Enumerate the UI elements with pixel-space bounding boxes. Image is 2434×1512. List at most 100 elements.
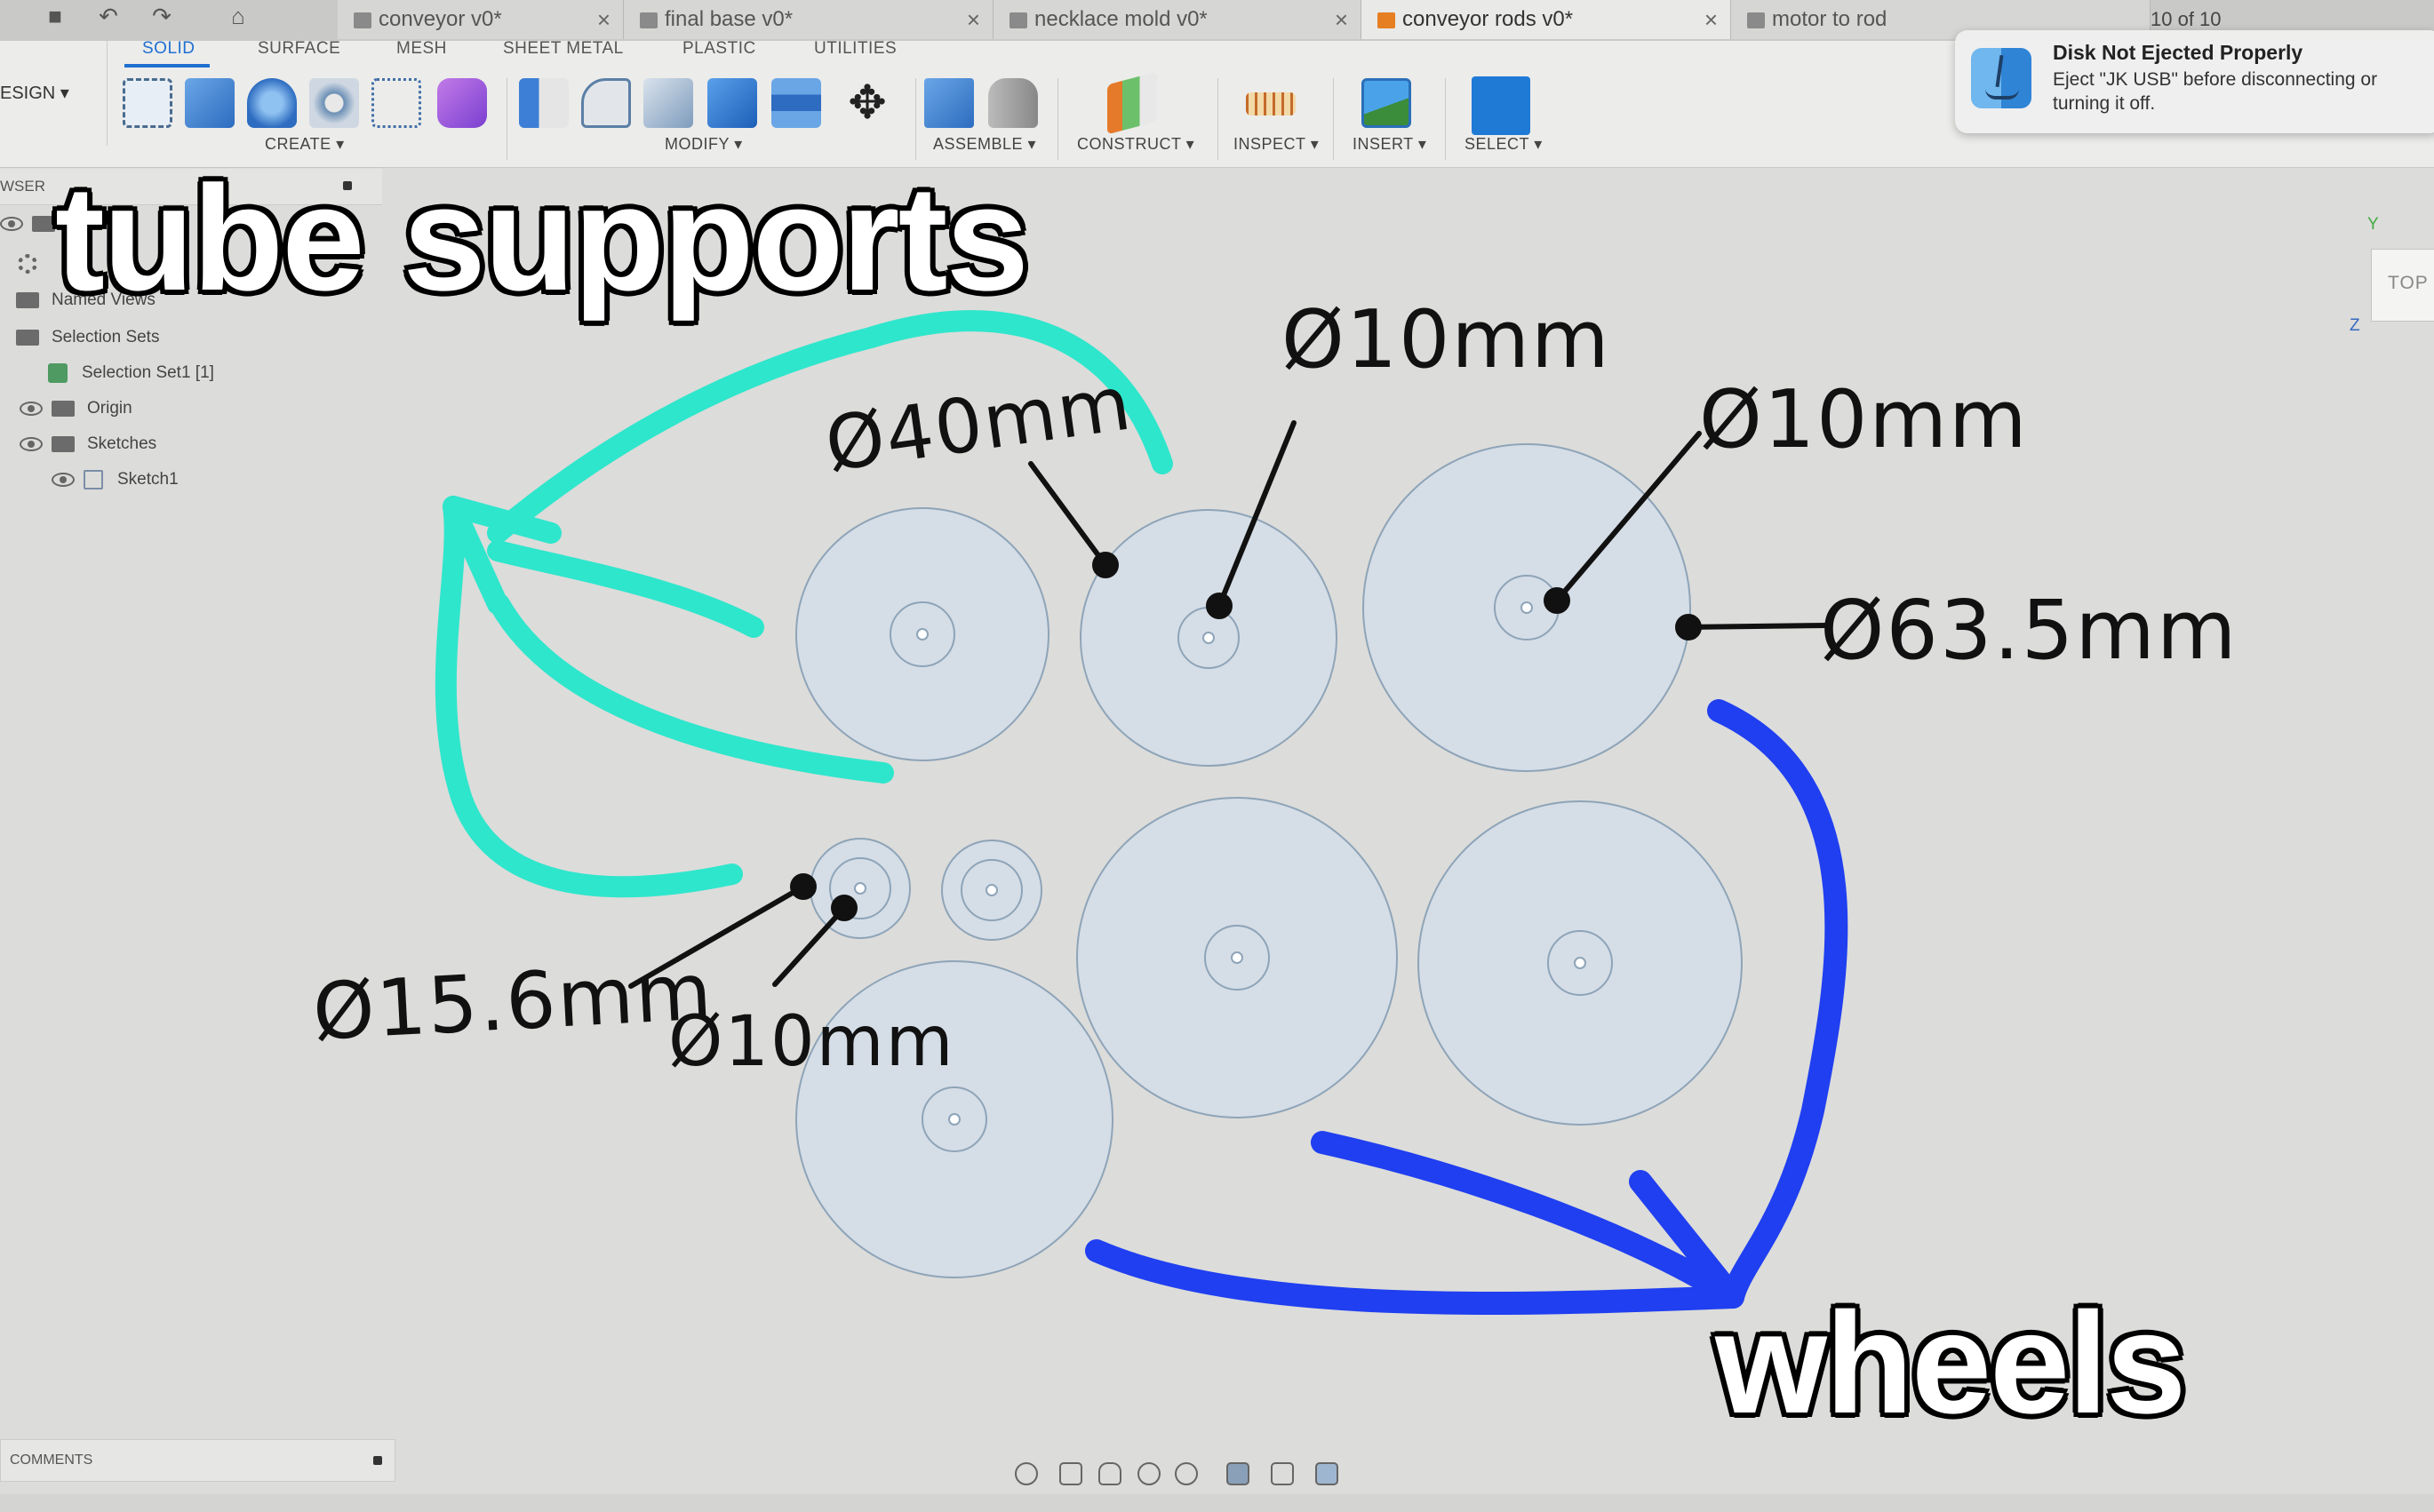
zoom-icon[interactable]	[1137, 1462, 1161, 1485]
wheels-arrow	[1085, 699, 1848, 1315]
tree-item-sketch1[interactable]: Sketch1	[52, 466, 179, 494]
viewcube-face-top[interactable]: TOP	[2388, 273, 2429, 293]
redo-icon[interactable]: ↷	[152, 3, 172, 29]
sketch-circle-inner[interactable]	[1547, 930, 1613, 996]
create-menu[interactable]: CREATE ▾	[265, 135, 345, 153]
viewcube[interactable]: TOP	[2371, 249, 2434, 322]
new-component-icon[interactable]	[924, 78, 974, 128]
toolbar-separator	[915, 78, 916, 160]
press-pull-icon[interactable]	[519, 78, 569, 128]
workspace-dropdown[interactable]: ESIGN ▾	[0, 41, 108, 146]
document-tab-active[interactable]: conveyor rods v0* ×	[1361, 0, 1731, 39]
assemble-menu[interactable]: ASSEMBLE ▾	[933, 135, 1037, 153]
folder-icon	[52, 435, 75, 452]
tree-item-named-views[interactable]: Named Views	[16, 286, 156, 314]
inspect-menu[interactable]: INSPECT ▾	[1233, 135, 1320, 153]
modify-menu[interactable]: MODIFY ▾	[665, 135, 743, 153]
close-tab-icon[interactable]: ×	[1704, 6, 1718, 33]
sketch-circle-center[interactable]	[1231, 951, 1243, 964]
combine-icon[interactable]	[707, 78, 757, 128]
sketch-circle-center[interactable]	[1574, 957, 1586, 969]
visibility-eye-icon[interactable]	[0, 216, 23, 231]
tree-root[interactable]	[0, 210, 68, 238]
revolve-icon[interactable]	[247, 78, 297, 128]
tab-surface[interactable]: SURFACE	[258, 39, 341, 58]
measure-icon[interactable]	[1246, 92, 1296, 115]
component-icon	[32, 215, 55, 232]
visibility-eye-icon[interactable]	[20, 401, 43, 416]
document-tab[interactable]: conveyor v0* ×	[338, 0, 624, 39]
tab-utilities[interactable]: UTILITIES	[814, 39, 898, 58]
joint-icon[interactable]	[988, 78, 1038, 128]
toolbar-separator	[1057, 78, 1058, 160]
insert-image-icon[interactable]	[1361, 78, 1411, 128]
tree-item-origin[interactable]: Origin	[20, 394, 132, 423]
fillet-icon[interactable]	[581, 78, 631, 128]
sketch-circle-center[interactable]	[986, 884, 998, 896]
pattern-icon[interactable]	[371, 78, 421, 128]
browser-panel: WSER Named Views Selection Sets Selectio…	[0, 169, 382, 506]
display-settings-icon[interactable]	[1226, 1462, 1249, 1485]
extrude-icon[interactable]	[185, 78, 235, 128]
selection-set-icon	[48, 362, 68, 383]
design-file-icon	[354, 12, 371, 28]
tab-mesh[interactable]: MESH	[396, 39, 447, 58]
orbit-icon[interactable]	[1015, 1462, 1038, 1485]
sketch-circle-center[interactable]	[916, 628, 929, 641]
tab-sheet-metal[interactable]: SHEET METAL	[503, 39, 624, 58]
grid-settings-icon[interactable]	[1271, 1462, 1294, 1485]
select-menu[interactable]: SELECT ▾	[1464, 135, 1543, 153]
construct-menu[interactable]: CONSTRUCT ▾	[1077, 135, 1195, 153]
sketch-circle-inner[interactable]	[829, 857, 891, 919]
look-at-icon[interactable]	[1059, 1462, 1082, 1485]
toolbar-separator	[1445, 78, 1446, 160]
select-cursor-icon[interactable]	[1472, 76, 1530, 135]
move-icon[interactable]: ✥	[848, 77, 887, 129]
dimension-label-63-5mm: Ø63.5mm	[1820, 583, 2238, 678]
sketch-circle-inner[interactable]	[922, 1086, 987, 1152]
pan-icon[interactable]	[1098, 1462, 1121, 1485]
undo-icon[interactable]: ↶	[99, 3, 118, 29]
sketch-circle-inner[interactable]	[961, 859, 1023, 921]
close-tab-icon[interactable]: ×	[966, 6, 980, 33]
document-tab[interactable]: necklace mold v0* ×	[994, 0, 1361, 39]
viewports-icon[interactable]	[1315, 1462, 1338, 1485]
sketch-circle-center[interactable]	[1520, 601, 1533, 614]
sketch-circle-inner[interactable]	[1204, 925, 1270, 991]
sketch-circle-center[interactable]	[854, 882, 866, 895]
scale-icon[interactable]	[771, 78, 821, 128]
tube-arrow-stroke-mid	[487, 540, 764, 638]
comments-toggle-icon[interactable]	[373, 1456, 382, 1465]
hole-icon[interactable]	[309, 78, 359, 128]
create-sketch-icon[interactable]	[123, 78, 172, 128]
tree-item-sketches[interactable]: Sketches	[20, 430, 156, 458]
folder-icon	[16, 291, 39, 308]
visibility-eye-icon[interactable]	[52, 472, 75, 487]
sketch-circle-inner[interactable]	[890, 601, 955, 667]
disk-not-ejected-notification[interactable]: Disk Not Ejected Properly Eject "JK USB"…	[1955, 30, 2434, 133]
document-tab[interactable]: final base v0* ×	[624, 0, 994, 39]
tree-item-selection-sets[interactable]: Selection Sets	[16, 323, 159, 352]
close-tab-icon[interactable]: ×	[596, 6, 610, 33]
gear-icon[interactable]	[18, 254, 37, 274]
tree-item-selection-set1[interactable]: Selection Set1 [1]	[48, 359, 214, 387]
tab-solid[interactable]: SOLID	[142, 39, 196, 58]
design-file-icon	[1747, 12, 1765, 28]
save-icon[interactable]: ■	[48, 3, 62, 29]
form-icon[interactable]	[437, 78, 487, 128]
finder-icon	[1971, 48, 2031, 108]
home-icon[interactable]: ⌂	[231, 3, 245, 29]
tab-plastic[interactable]: PLASTIC	[682, 39, 756, 58]
sketch-circle-center[interactable]	[948, 1113, 961, 1126]
sketch-circle-center[interactable]	[1202, 632, 1215, 644]
leader-d40	[1028, 461, 1108, 568]
visibility-eye-icon[interactable]	[20, 436, 43, 451]
folder-icon	[16, 329, 39, 346]
pin-icon[interactable]	[343, 181, 352, 190]
shell-icon[interactable]	[643, 78, 693, 128]
comments-panel[interactable]: COMMENTS	[0, 1439, 395, 1482]
zoom-window-icon[interactable]	[1175, 1462, 1198, 1485]
close-tab-icon[interactable]: ×	[1334, 6, 1348, 33]
insert-menu[interactable]: INSERT ▾	[1353, 135, 1427, 153]
